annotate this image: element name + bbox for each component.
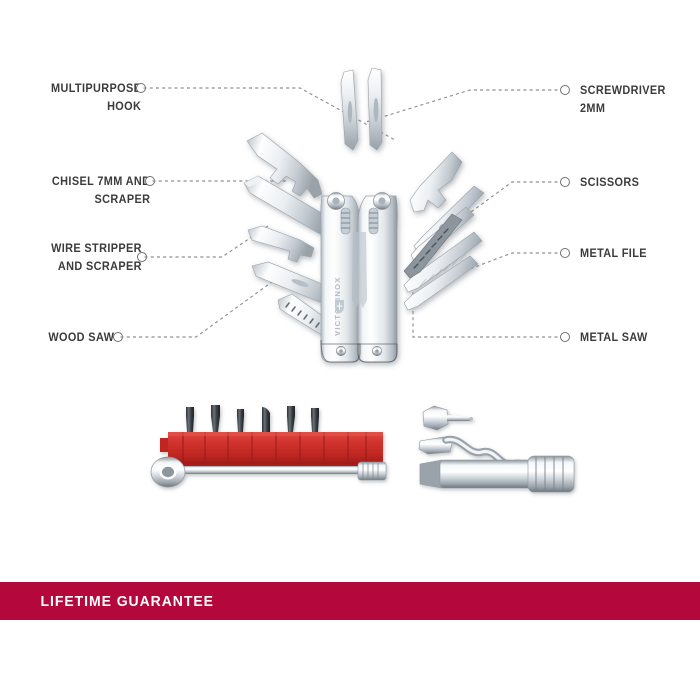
tool-screwdriver-2mm: [367, 67, 383, 151]
bit: [237, 409, 244, 432]
tool-multipurpose-hook: [246, 132, 323, 199]
leader-line-screwdriver: [365, 89, 558, 123]
callout-label-scissors: SCISSORS: [580, 175, 640, 189]
bit: [262, 407, 270, 432]
tool-bottle-opener: [409, 151, 463, 213]
callout-label-screwdriver-2mm: SCREWDRIVER 2MM: [580, 83, 666, 115]
extension-handle: [419, 455, 575, 493]
callout-label-chisel-scraper: CHISEL 7MM AND SCRAPER: [51, 174, 151, 206]
lifetime-guarantee-banner: LIFETIME GUARANTEE: [0, 582, 700, 620]
leader-line-multipurpose-hook: [143, 87, 396, 141]
callout-label-wood-saw: WOOD SAW: [48, 330, 115, 344]
callout-marker-screwdriver-2mm[interactable]: [560, 85, 570, 95]
tool-can-opener: [340, 69, 359, 151]
screwdriver-bits: [186, 405, 319, 432]
callout-marker-scissors[interactable]: [560, 177, 570, 187]
callout-label-metal-saw: METAL SAW: [580, 330, 648, 344]
bit: [311, 408, 319, 432]
swisstool-multitool: VICTORINOX: [243, 67, 485, 363]
tool-metal-saw: [403, 213, 463, 279]
ratchet-head: [150, 456, 186, 488]
callout-label-multipurpose-hook: MULTIPURPOSE HOOK: [51, 81, 142, 113]
mini-screwdriver: [422, 405, 473, 431]
banner-text: LIFETIME GUARANTEE: [40, 592, 214, 610]
bit: [287, 406, 295, 432]
bit: [186, 407, 194, 432]
victorinox-shield-logo: [335, 300, 344, 314]
leader-line-metal-saw: [412, 272, 558, 338]
callout-marker-metal-file[interactable]: [560, 248, 570, 258]
callout-label-wire-stripper-scraper: WIRE STRIPPER AND SCRAPER: [51, 241, 142, 273]
bit-holder-assembly: [150, 405, 387, 488]
tool-wire-stripper-scraper: [247, 225, 315, 263]
callout-marker-metal-saw[interactable]: [560, 332, 570, 342]
leader-line-metal-file: [429, 252, 558, 285]
handle-springs: [340, 207, 379, 235]
callout-label-metal-file: METAL FILE: [580, 246, 647, 260]
bit: [211, 405, 220, 432]
multitool-handles: VICTORINOX: [320, 192, 398, 363]
ratchet-knurled-end: [357, 461, 387, 481]
tool-reamer: [403, 255, 479, 311]
leader-line-wood-saw: [120, 270, 288, 338]
